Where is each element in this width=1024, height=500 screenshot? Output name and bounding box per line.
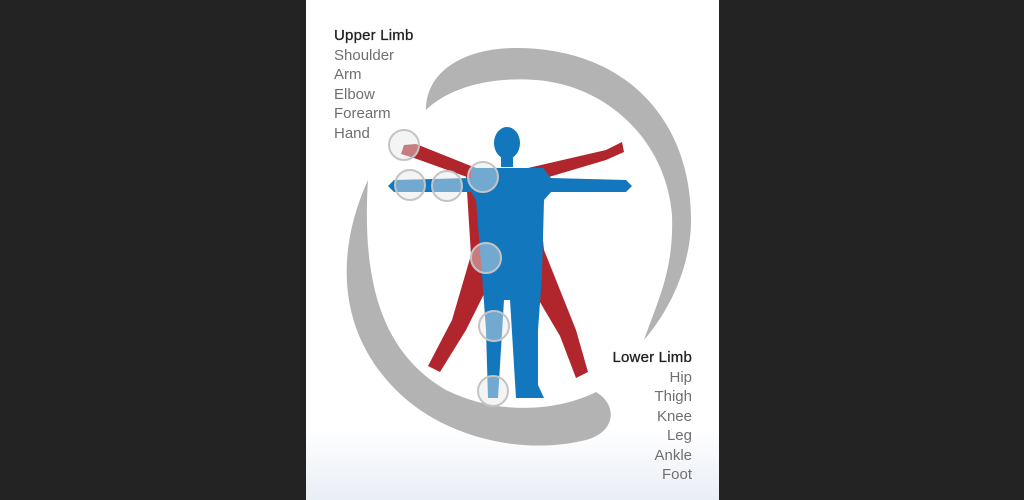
shoulder-joint-circle [467, 161, 499, 193]
figure-blue [388, 127, 632, 398]
lower-limb-item: Foot [661, 466, 692, 483]
lower-limb-list: Lower Limb Hip Thigh Knee Leg Ankle Foot [612, 348, 692, 485]
wrist-joint-circle [394, 169, 426, 201]
lower-limb-item: Thigh [654, 388, 692, 405]
lower-limb-item: Ankle [654, 446, 692, 464]
lower-limb-item: Hip [669, 368, 692, 386]
lower-limb-item: Knee [656, 407, 692, 425]
upper-limb-item: Elbow [334, 85, 375, 103]
joint-markers [388, 129, 510, 407]
upper-limb-item: Arm [334, 66, 362, 83]
upper-limb-list: Upper Limb Shoulder Arm Elbow Forearm Ha… [334, 26, 414, 143]
hip-joint-circle [470, 242, 502, 274]
ring-lower-arc [346, 180, 611, 446]
lower-limb-item: Leg [666, 427, 692, 444]
elbow-joint-circle [431, 170, 463, 202]
lower-limb-title: Lower Limb [612, 349, 692, 366]
hand-joint-circle [388, 129, 420, 161]
knee-joint-circle [478, 310, 510, 342]
diagram-panel: Upper Limb Shoulder Arm Elbow Forearm Ha… [306, 0, 719, 500]
upper-limb-title: Upper Limb [334, 27, 414, 44]
upper-limb-item: Forearm [334, 105, 391, 122]
body-diagram [346, 48, 691, 446]
upper-limb-item: Hand [334, 124, 370, 142]
ring-upper-arc [426, 48, 691, 340]
upper-limb-item: Shoulder [334, 46, 395, 64]
ankle-joint-circle [477, 375, 509, 407]
